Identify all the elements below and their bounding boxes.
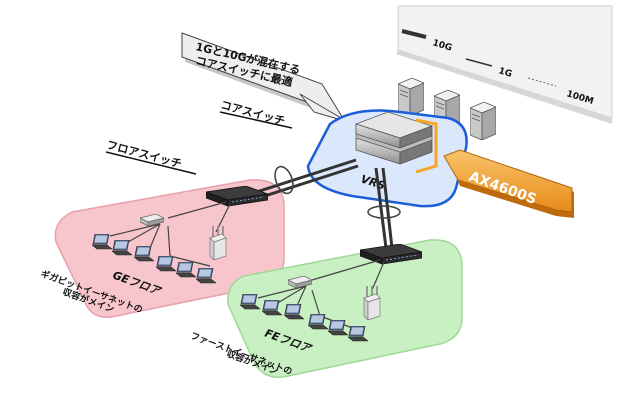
server-icon xyxy=(398,78,424,116)
floor-switch-label-underline xyxy=(105,151,197,175)
server-icon xyxy=(470,102,496,140)
access-point-icon xyxy=(363,286,381,320)
core-switch-label-underline xyxy=(219,111,293,129)
legend-line-10g xyxy=(401,29,427,39)
uplink-10g-fe xyxy=(367,167,401,249)
legend-line-100m xyxy=(527,77,557,87)
core-switch xyxy=(354,111,438,174)
fe-floor-zone xyxy=(227,239,463,378)
core-switch-label: コアスイッチ xyxy=(219,98,286,128)
callout-bubble: 1Gと10Gが混在する コアスイッチに最適 xyxy=(181,32,349,123)
bandwidth-legend: 10G 1G 100M xyxy=(396,5,613,124)
product-arrow: AX4600S xyxy=(443,149,574,218)
legend-line-1g xyxy=(465,58,493,67)
legend-label-1g: 1G xyxy=(497,66,513,80)
access-point-icon xyxy=(209,226,227,260)
core-switch-highlight xyxy=(415,118,438,174)
